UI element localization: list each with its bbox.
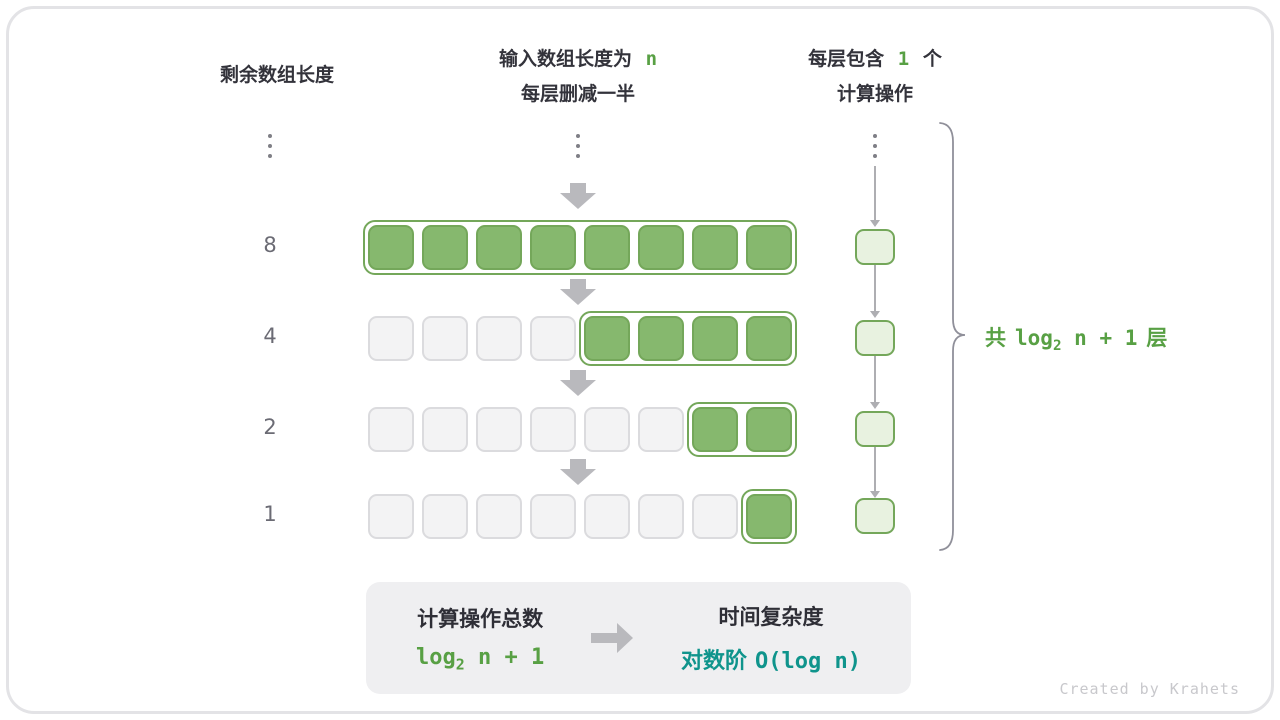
summary-left-block: 计算操作总数 log2 n + 1	[416, 603, 544, 673]
array-cell-empty	[530, 406, 576, 452]
operation-node	[855, 411, 895, 447]
summary-box: 计算操作总数 log2 n + 1 时间复杂度 对数阶 O(log n)	[366, 582, 911, 694]
array-cell-filled	[584, 315, 630, 361]
array-cell-empty	[530, 315, 576, 361]
array-cell-filled	[692, 224, 738, 270]
array-cell-filled	[692, 315, 738, 361]
brace-tail: n + 1	[1061, 326, 1138, 350]
active-subarray-container	[579, 310, 797, 366]
row-length-label: 4	[263, 324, 277, 348]
array-cell-filled	[746, 493, 792, 539]
header-right-count-value: 1	[897, 48, 910, 70]
down-arrow-icon	[558, 370, 598, 396]
array-cell-filled	[638, 224, 684, 270]
complexity-code: O(log n)	[755, 649, 861, 674]
array-cell-empty	[368, 493, 414, 539]
formula-log: log	[416, 644, 456, 670]
array-cell-empty	[584, 406, 630, 452]
header-center-n-value: n	[645, 48, 658, 70]
active-subarray-container	[363, 219, 797, 275]
column-header-remaining-length: 剩余数组长度	[219, 64, 335, 86]
summary-ops-total-formula: log2 n + 1	[416, 645, 544, 673]
summary-complexity-title: 时间复杂度	[718, 605, 824, 629]
array-cell-filled	[638, 315, 684, 361]
column-header-compute-op: 计算操作	[836, 83, 914, 105]
array-cell-empty	[422, 493, 468, 539]
op-connector-arrowhead	[870, 220, 880, 227]
array-cell-empty	[368, 406, 414, 452]
array-cell-filled	[476, 224, 522, 270]
row-length-label: 8	[263, 233, 277, 257]
active-subarray-container	[741, 488, 797, 544]
row-length-label: 1	[263, 502, 277, 526]
header-right-suffix: 个	[922, 48, 942, 70]
op-connector-line	[874, 447, 876, 491]
column-header-input-length: 输入数组长度为 n	[499, 46, 657, 72]
down-arrow-icon	[558, 459, 598, 485]
op-connector-line	[874, 265, 876, 311]
down-arrow-icon	[558, 279, 598, 305]
op-connector-arrowhead	[870, 491, 880, 498]
operation-node	[855, 229, 895, 265]
op-connector-arrowhead	[870, 311, 880, 318]
array-cell-filled	[746, 406, 792, 452]
row-length-label: 2	[263, 415, 277, 439]
right-arrow-icon	[590, 623, 633, 653]
ellipsis-right-column	[873, 134, 877, 158]
array-cell-empty	[530, 493, 576, 539]
array-cell-empty	[476, 493, 522, 539]
brace-suffix: 层	[1146, 326, 1168, 350]
array-cell-empty	[422, 315, 468, 361]
header-right-prefix: 每层包含	[808, 48, 885, 70]
array-cell-filled	[692, 406, 738, 452]
array-cell-empty	[692, 493, 738, 539]
watermark: Created by Krahets	[1059, 680, 1240, 698]
column-header-ops-per-layer: 每层包含 1 个	[808, 46, 942, 72]
array-cell-empty	[368, 315, 414, 361]
array-cell-empty	[476, 406, 522, 452]
operation-node	[855, 498, 895, 534]
array-cell-filled	[584, 224, 630, 270]
column-header-halving: 每层删减一半	[520, 83, 636, 105]
array-cell-empty	[422, 406, 468, 452]
brace-sub: 2	[1052, 338, 1062, 355]
formula-tail: n + 1	[464, 644, 545, 670]
summary-right-block: 时间复杂度 对数阶 O(log n)	[681, 601, 861, 675]
brace-log: log	[1015, 326, 1053, 350]
array-cell-filled	[422, 224, 468, 270]
complexity-prefix: 对数阶	[681, 649, 748, 674]
ellipsis-center-column	[576, 134, 580, 158]
array-cell-filled	[368, 224, 414, 270]
summary-ops-total-title: 计算操作总数	[417, 606, 544, 631]
down-arrow-icon	[558, 183, 598, 209]
array-cell-filled	[746, 224, 792, 270]
array-cell-filled	[746, 315, 792, 361]
layer-count-label: 共 log2 n + 1 层	[985, 322, 1167, 354]
header-center-prefix: 输入数组长度为	[498, 48, 632, 70]
array-cell-empty	[584, 493, 630, 539]
op-connector-line	[874, 166, 876, 220]
array-cell-empty	[638, 493, 684, 539]
array-cell-empty	[638, 406, 684, 452]
active-subarray-container	[687, 401, 797, 457]
op-connector-arrowhead	[870, 402, 880, 409]
layer-count-brace	[939, 122, 966, 551]
array-cell-empty	[476, 315, 522, 361]
array-cell-filled	[530, 224, 576, 270]
ellipsis-left-column	[268, 134, 272, 158]
operation-node	[855, 320, 895, 356]
brace-prefix: 共	[985, 326, 1006, 350]
formula-sub: 2	[455, 655, 465, 674]
summary-complexity-value: 对数阶 O(log n)	[681, 643, 861, 675]
op-connector-line	[874, 356, 876, 402]
